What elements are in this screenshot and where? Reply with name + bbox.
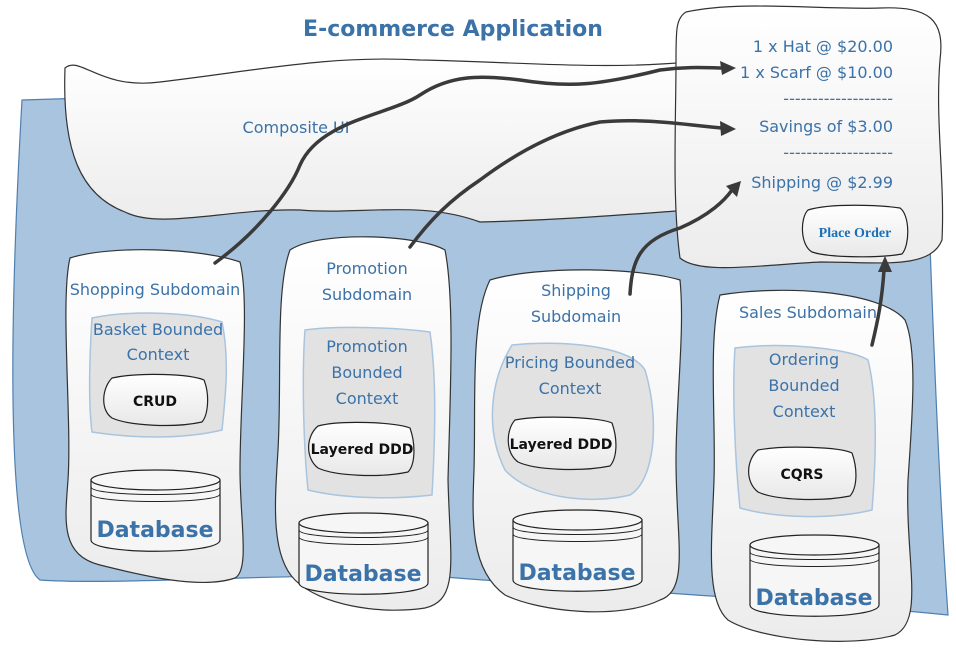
subdomain-shopping: Shopping Subdomain Basket Bounded Contex… <box>65 249 246 584</box>
subdomain-name: Shopping Subdomain <box>70 280 241 299</box>
diagram-title: E-commerce Application <box>303 17 603 42</box>
database-cylinder: Database <box>749 534 880 617</box>
architecture-pattern-label: CQRS <box>780 467 823 483</box>
bounded-context-label: Context <box>127 345 190 364</box>
database-label: Database <box>304 562 421 587</box>
architecture-pattern-box <box>507 416 617 471</box>
place-order-button[interactable]: Place Order <box>801 204 909 258</box>
subdomain-name: Promotion <box>326 259 407 278</box>
arrowhead-icon <box>726 181 741 197</box>
subdomain-promotion: Promotion Subdomain Promotion Bounded Co… <box>274 236 452 611</box>
arrow-shopping-to-receipt <box>213 65 724 265</box>
architecture-pattern-box <box>103 373 209 427</box>
place-order-button-shape[interactable] <box>801 204 909 258</box>
receipt-panel <box>674 5 944 269</box>
bounded-context-label: Basket Bounded <box>93 320 223 339</box>
database-cylinder: Database <box>512 509 643 592</box>
subdomain-name: Subdomain <box>322 285 412 304</box>
arrowhead-icon <box>878 256 892 272</box>
receipt-lines: 1 x Hat @ $20.00 1 x Scarf @ $10.00 ----… <box>740 37 893 192</box>
architecture-pattern-box <box>308 421 415 477</box>
database-cylinder: Database <box>90 469 221 552</box>
database-label: Database <box>755 586 872 611</box>
bounded-context-label: Context <box>773 402 836 421</box>
subdomain-shipping: Shipping Subdomain Pricing Bounded Conte… <box>472 269 683 613</box>
architecture-pattern-box <box>748 446 857 501</box>
arrowhead-icon <box>720 61 736 75</box>
place-order-label[interactable]: Place Order <box>819 226 892 241</box>
bounded-context-label: Promotion <box>326 337 407 356</box>
architecture-pattern-label: CRUD <box>133 394 177 410</box>
receipt-line-savings: Savings of $3.00 <box>759 117 893 136</box>
database-cylinder: Database <box>298 512 429 595</box>
arrow-shipping-to-receipt <box>628 188 734 296</box>
subdomain-name: Shipping <box>541 281 611 300</box>
flow-arrows <box>213 61 892 347</box>
receipt-separator: ------------------- <box>783 89 893 108</box>
bounded-context-label: Ordering <box>769 350 839 369</box>
arrowhead-icon <box>720 121 736 136</box>
architecture-pattern-label: Layered DDD <box>510 437 613 453</box>
receipt-separator: ------------------- <box>783 143 893 162</box>
composite-ui-label: Composite UI <box>243 118 350 137</box>
composite-ui-shape <box>64 58 691 223</box>
bounded-context-label: Context <box>539 379 602 398</box>
subdomain-name: Subdomain <box>531 307 621 326</box>
database-label: Database <box>96 518 213 543</box>
bounded-context-label: Bounded <box>768 376 839 395</box>
architecture-pattern-label: Layered DDD <box>311 442 414 458</box>
subdomain-sales: Sales Subdomain Ordering Bounded Context… <box>710 289 914 642</box>
bounded-context-label: Pricing Bounded <box>505 353 635 372</box>
subdomain-name: Sales Subdomain <box>739 303 877 322</box>
bounded-context-label: Bounded <box>331 363 402 382</box>
database-label: Database <box>518 561 635 586</box>
receipt-line-hat: 1 x Hat @ $20.00 <box>753 37 893 56</box>
arrow-sales-to-place-order <box>870 268 886 347</box>
receipt-line-scarf: 1 x Scarf @ $10.00 <box>740 63 893 82</box>
bounded-context-label: Context <box>336 389 399 408</box>
receipt-line-shipping: Shipping @ $2.99 <box>751 173 893 192</box>
arrow-promotion-to-receipt <box>408 118 724 249</box>
